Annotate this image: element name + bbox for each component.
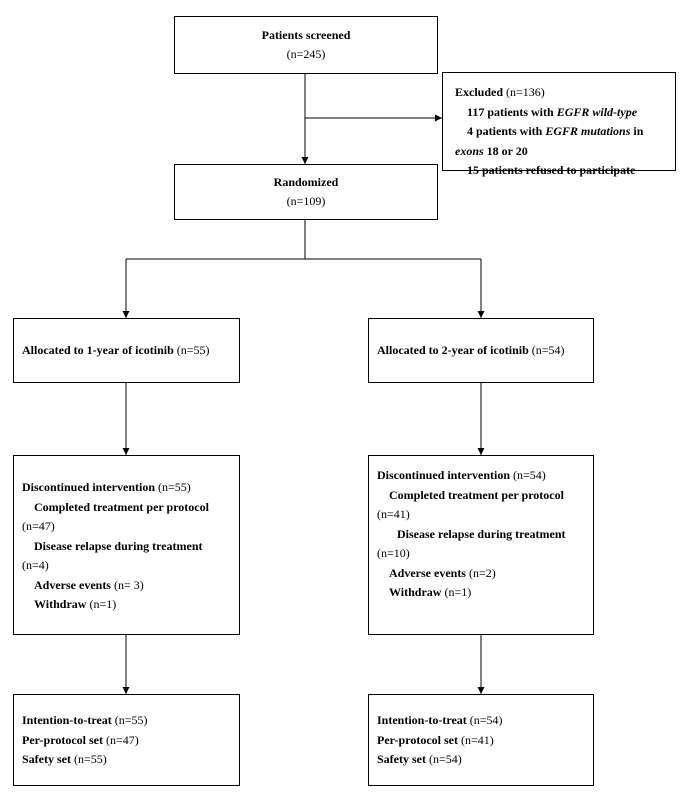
arm2-relapse-count: (n=10) (377, 546, 410, 560)
arm2-allocation-text: Allocated to 2-year of icotinib (n=54) (377, 342, 565, 357)
arm2-disc-title: Discontinued intervention (n=54) (377, 468, 546, 482)
excluded-refused: 15 patients refused to participate (467, 163, 636, 177)
arm2-discontinued-box: Discontinued intervention (n=54) Complet… (368, 455, 594, 635)
arm1-per-protocol: Per-protocol set (n=47) (22, 732, 139, 747)
arm2-completed-label: Completed treatment per protocol (389, 487, 564, 502)
screened-count: (n=245) (286, 47, 326, 61)
excluded-exons: exons 18 or 20 (455, 143, 528, 158)
arm1-relapse-count: (n=4) (22, 558, 49, 572)
arm2-per-protocol: Per-protocol set (n=41) (377, 732, 494, 747)
arm1-completed-count: (n=47) (22, 519, 55, 533)
arm2-adverse: Adverse events (n=2) (389, 565, 496, 580)
arm2-withdraw: Withdraw (n=1) (389, 585, 472, 599)
arm2-completed-count: (n=41) (377, 507, 410, 521)
arm1-discontinued-box: Discontinued intervention (n=55) Complet… (13, 455, 240, 635)
arm2-itt: Intention-to-treat (n=54) (377, 713, 503, 727)
randomized-box: Randomized (n=109) (174, 164, 438, 220)
randomized-label: Randomized (273, 174, 339, 189)
arm1-safety: Safety set (n=55) (22, 752, 107, 766)
arm1-relapse-label: Disease relapse during treatment (34, 538, 203, 553)
arm1-allocation-text: Allocated to 1-year of icotinib (n=55) (22, 342, 210, 357)
randomized-count: (n=109) (286, 194, 326, 208)
arm2-relapse-label: Disease relapse during treatment (397, 526, 566, 541)
arm1-adverse: Adverse events (n= 3) (34, 577, 144, 592)
arm2-allocation-box: Allocated to 2-year of icotinib (n=54) (368, 318, 594, 383)
arm1-withdraw: Withdraw (n=1) (34, 597, 117, 611)
excluded-mutations: 4 patients with EGFR mutations in (467, 124, 644, 138)
arm1-completed-label: Completed treatment per protocol (34, 499, 209, 514)
arm1-itt: Intention-to-treat (n=55) (22, 713, 148, 727)
arm2-safety: Safety set (n=54) (377, 752, 462, 766)
excluded-title: Excluded (n=136) (455, 85, 545, 99)
excluded-wild-type: 117 patients with EGFR wild-type (467, 104, 638, 119)
arm1-analysis-box: Intention-to-treat (n=55) Per-protocol s… (13, 694, 240, 786)
arm1-allocation-box: Allocated to 1-year of icotinib (n=55) (13, 318, 240, 383)
arm1-disc-title: Discontinued intervention (n=55) (22, 480, 191, 494)
screened-box: Patients screened (n=245) (174, 16, 438, 74)
screened-label: Patients screened (261, 27, 351, 42)
excluded-box: Excluded (n=136) 117 patients with EGFR … (442, 72, 676, 177)
arm2-analysis-box: Intention-to-treat (n=54) Per-protocol s… (368, 694, 594, 786)
